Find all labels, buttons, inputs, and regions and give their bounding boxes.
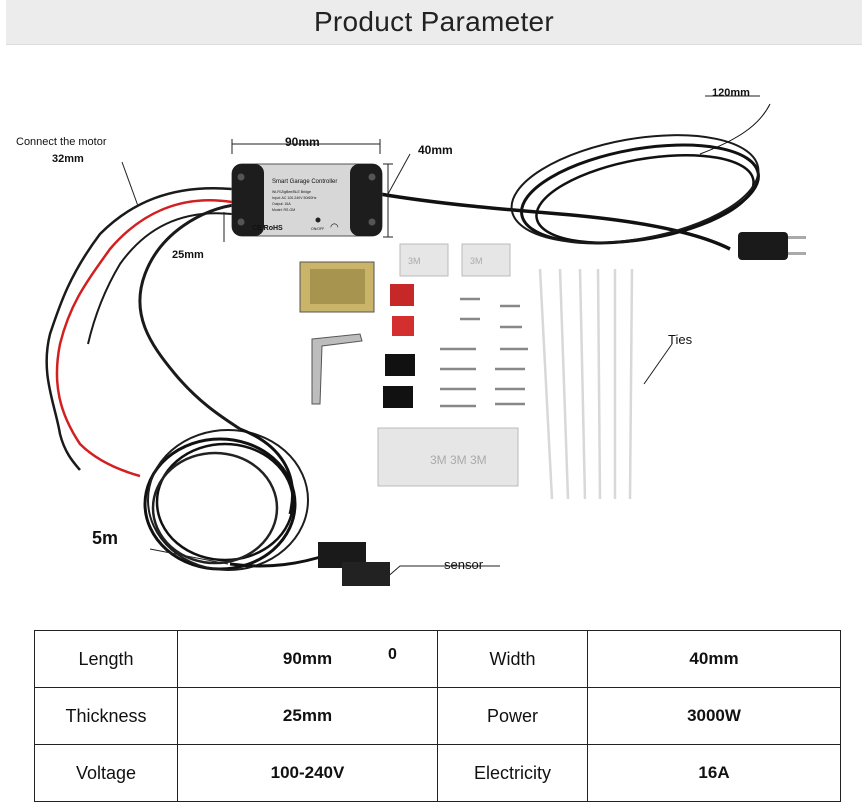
svg-text:sensor: sensor (444, 557, 484, 572)
product-figure: Smart Garage Controller Wi-Fi/ZigBee/BLE… (16, 87, 806, 586)
dimension-32: Connect the motor 32mm (16, 136, 139, 207)
svg-text:25mm: 25mm (172, 249, 204, 261)
spec-value: 16A (587, 744, 841, 802)
spec-value: 90mm (177, 630, 438, 688)
spec-key: Thickness (34, 687, 178, 745)
wifi-icon: ◠ (330, 222, 339, 233)
table-row: Thickness 25mm Power 3000W (34, 687, 841, 745)
motor-wire-red (55, 199, 233, 478)
sensor-cable (138, 202, 241, 431)
spec-value: 100-240V (177, 744, 438, 802)
spec-table: Length 90mm Width 40mm Thickness 25mm Po… (34, 630, 841, 802)
svg-text:40mm: 40mm (418, 143, 453, 157)
adhesive-pads: 3M 3M 3M 3M 3M (377, 243, 519, 487)
spec-key: Length (34, 630, 178, 688)
page-header: Product Parameter (6, 0, 862, 45)
dimension-120: 120mm (705, 87, 760, 99)
stray-mark: 0 (388, 646, 397, 663)
dimension-40: 40mm (383, 143, 453, 238)
svg-text:5m: 5m (92, 528, 118, 548)
device-title: Smart Garage Controller (272, 179, 337, 185)
black-clip-1 (385, 354, 415, 376)
bracket (299, 261, 375, 313)
red-button-2 (392, 316, 414, 336)
spec-key: Electricity (437, 744, 588, 802)
dimension-25: 25mm (172, 212, 225, 261)
spec-value: 3000W (587, 687, 841, 745)
motor-wire-black (45, 187, 233, 471)
device-line-3: Output: 16A (272, 202, 291, 206)
page-title: Product Parameter (313, 6, 555, 37)
spec-key: Width (437, 630, 588, 688)
black-clip-2 (383, 386, 413, 408)
screws (440, 297, 528, 408)
svg-text:90mm: 90mm (285, 135, 320, 149)
dimension-90: 90mm (231, 135, 381, 154)
power-cable (379, 192, 731, 251)
svg-text:32mm: 32mm (52, 153, 84, 165)
sensor-label: sensor (384, 557, 500, 580)
svg-text:3M: 3M (470, 256, 483, 266)
table-row: Voltage 100-240V Electricity 16A (34, 744, 841, 802)
svg-text:Ties: Ties (668, 332, 693, 347)
sensor-cable-coil (143, 437, 297, 571)
length-5m-label: 5m (92, 528, 229, 565)
connect-motor-label: Connect the motor (16, 136, 107, 148)
spec-key: Power (437, 687, 588, 745)
svg-text:3M: 3M (408, 256, 421, 266)
spec-value: 25mm (177, 687, 438, 745)
device-line-1: Wi-Fi/ZigBee/BLE Bridge (272, 190, 311, 194)
power-plug (738, 232, 806, 260)
red-button-1 (390, 284, 414, 306)
device-line-4: Model: RS-GM (272, 208, 295, 212)
device-button-label: ON/OFF (311, 227, 324, 231)
motor-wire-black-2 (87, 212, 233, 345)
svg-text:120mm: 120mm (712, 87, 750, 99)
device-button (315, 217, 321, 223)
cable-ties (538, 268, 634, 500)
sensor-blocks (318, 542, 390, 586)
controller-device: Smart Garage Controller Wi-Fi/ZigBee/BLE… (231, 163, 383, 237)
spec-key: Voltage (34, 744, 178, 802)
ties-label: Ties (643, 332, 693, 385)
table-row: Length 90mm Width 40mm (34, 630, 841, 688)
device-marks: CE RoHS (252, 225, 283, 232)
device-line-2: Input: AC 100-240V 50/60Hz (272, 196, 317, 200)
svg-text:3M 3M 3M: 3M 3M 3M (430, 453, 487, 467)
spec-value: 40mm (587, 630, 841, 688)
l-bracket (311, 333, 363, 405)
